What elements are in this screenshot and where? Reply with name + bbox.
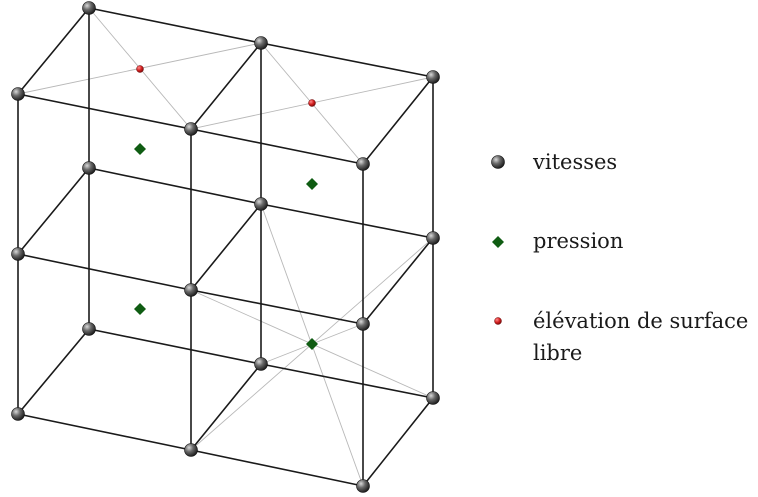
legend-label-elevation-line2: libre xyxy=(533,341,583,365)
velocity-node xyxy=(356,479,370,493)
legend-label-elevation: élévation de surface xyxy=(533,309,749,333)
grid-edge xyxy=(190,289,364,325)
grid-edge xyxy=(260,42,434,78)
velocity-node xyxy=(184,122,198,136)
velocity-node-icon xyxy=(491,155,505,169)
pressure-node xyxy=(306,338,318,350)
grid-edge xyxy=(260,363,434,399)
pressure-node xyxy=(134,143,146,155)
grid-edge xyxy=(17,413,192,451)
grid-edges xyxy=(17,7,434,487)
velocity-node xyxy=(82,322,96,336)
velocity-node xyxy=(11,407,25,421)
velocity-node xyxy=(426,70,440,84)
legend-markers xyxy=(491,155,505,325)
grid-edge xyxy=(17,253,192,291)
grid-edge xyxy=(362,237,434,325)
grid-edge xyxy=(190,449,364,487)
elevation-node xyxy=(136,65,144,73)
velocity-node xyxy=(184,283,198,297)
velocity-node xyxy=(254,197,268,211)
grid-edge xyxy=(190,363,262,451)
grid-edge xyxy=(260,203,434,239)
velocity-node xyxy=(82,1,96,15)
elevation-node xyxy=(308,99,316,107)
velocity-node xyxy=(356,317,370,331)
legend-label-vitesses: vitesses xyxy=(533,150,618,174)
grid-edge xyxy=(17,7,90,95)
velocity-node xyxy=(11,247,25,261)
grid-edge xyxy=(362,397,434,487)
grid-edge xyxy=(17,93,192,130)
velocity-node xyxy=(184,443,198,457)
velocity-node xyxy=(426,391,440,405)
velocity-node xyxy=(254,357,268,371)
grid-edge xyxy=(190,128,364,165)
grid-edge xyxy=(362,76,434,165)
velocity-node xyxy=(11,87,25,101)
grid-edge xyxy=(88,167,262,205)
grid-edge xyxy=(88,7,262,44)
pressure-node xyxy=(306,178,318,190)
grid-edge xyxy=(17,328,90,415)
legend-label-pression: pression xyxy=(533,229,624,253)
pressure-node xyxy=(134,303,146,315)
grid-edge xyxy=(190,42,262,130)
grid-edge xyxy=(17,167,90,255)
velocity-node xyxy=(356,157,370,171)
velocity-node xyxy=(426,231,440,245)
grid-edge xyxy=(190,203,262,291)
velocity-node xyxy=(82,161,96,175)
grid-edge xyxy=(88,328,262,365)
elevation-node-icon xyxy=(494,317,502,325)
velocity-node xyxy=(254,36,268,50)
pressure-node-icon xyxy=(492,236,504,248)
grid-nodes xyxy=(11,1,440,493)
